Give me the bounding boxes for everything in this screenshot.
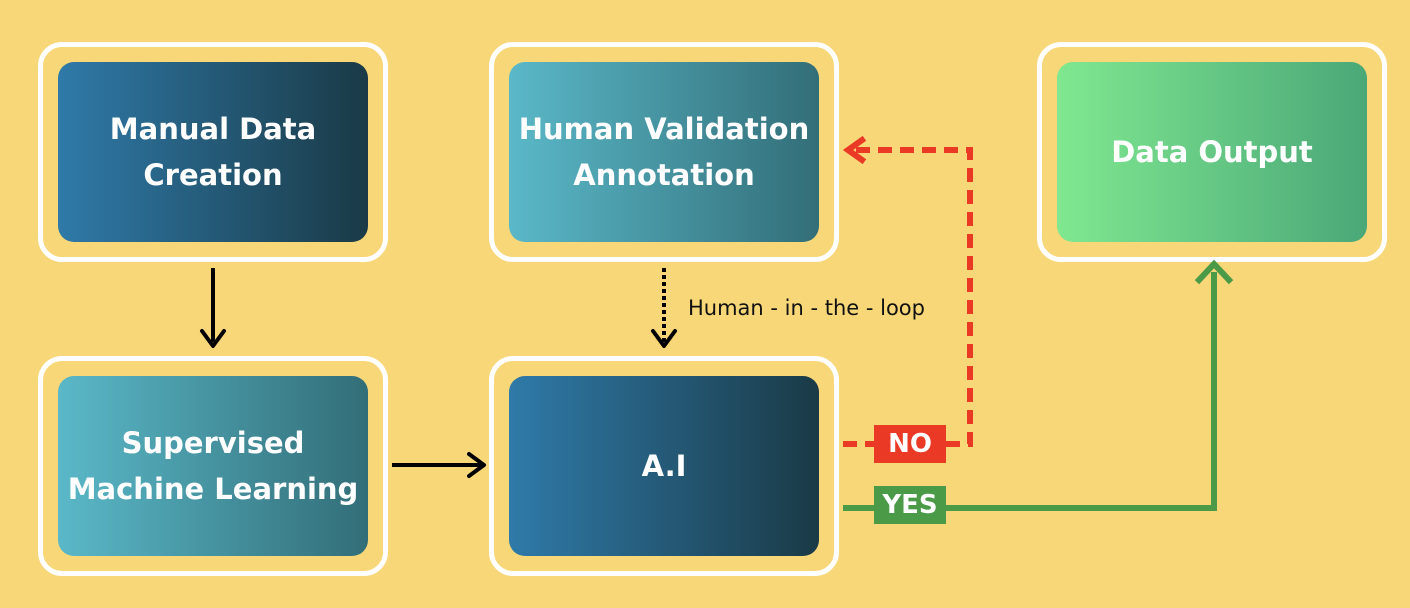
supervised-ml-frame bbox=[38, 356, 388, 576]
node-label-line: Manual Data bbox=[109, 112, 317, 146]
data-output-frame bbox=[1037, 42, 1387, 262]
ai-frame bbox=[489, 356, 839, 576]
node-label-line: Annotation bbox=[573, 158, 755, 192]
ai-node: A.I bbox=[509, 376, 819, 556]
arrow-manual-to-supervised bbox=[200, 268, 226, 348]
no-badge: NO bbox=[874, 425, 946, 463]
data-output-node: Data Output bbox=[1057, 62, 1367, 242]
manual-data-creation-node: Manual Data Creation bbox=[58, 62, 368, 242]
arrow-yes-path bbox=[843, 259, 1234, 511]
node-label-line: Human Validation bbox=[518, 112, 810, 146]
human-validation-frame bbox=[489, 42, 839, 262]
supervised-ml-node: Supervised Machine Learning bbox=[58, 376, 368, 556]
node-label-line: Supervised bbox=[121, 426, 305, 460]
arrow-human-to-ai bbox=[651, 268, 677, 348]
yes-badge: YES bbox=[874, 486, 946, 524]
node-label-line: Data Output bbox=[1111, 135, 1313, 169]
human-in-the-loop-label: Human - in - the - loop bbox=[688, 296, 925, 320]
node-label-line: Creation bbox=[143, 158, 283, 192]
arrow-supervised-to-ai bbox=[392, 452, 486, 478]
node-label-line: Machine Learning bbox=[67, 472, 359, 506]
arrow-no-path bbox=[842, 135, 973, 447]
human-validation-node: Human Validation Annotation bbox=[509, 62, 819, 242]
node-label-line: A.I bbox=[641, 449, 687, 483]
manual-data-creation-frame bbox=[38, 42, 388, 262]
